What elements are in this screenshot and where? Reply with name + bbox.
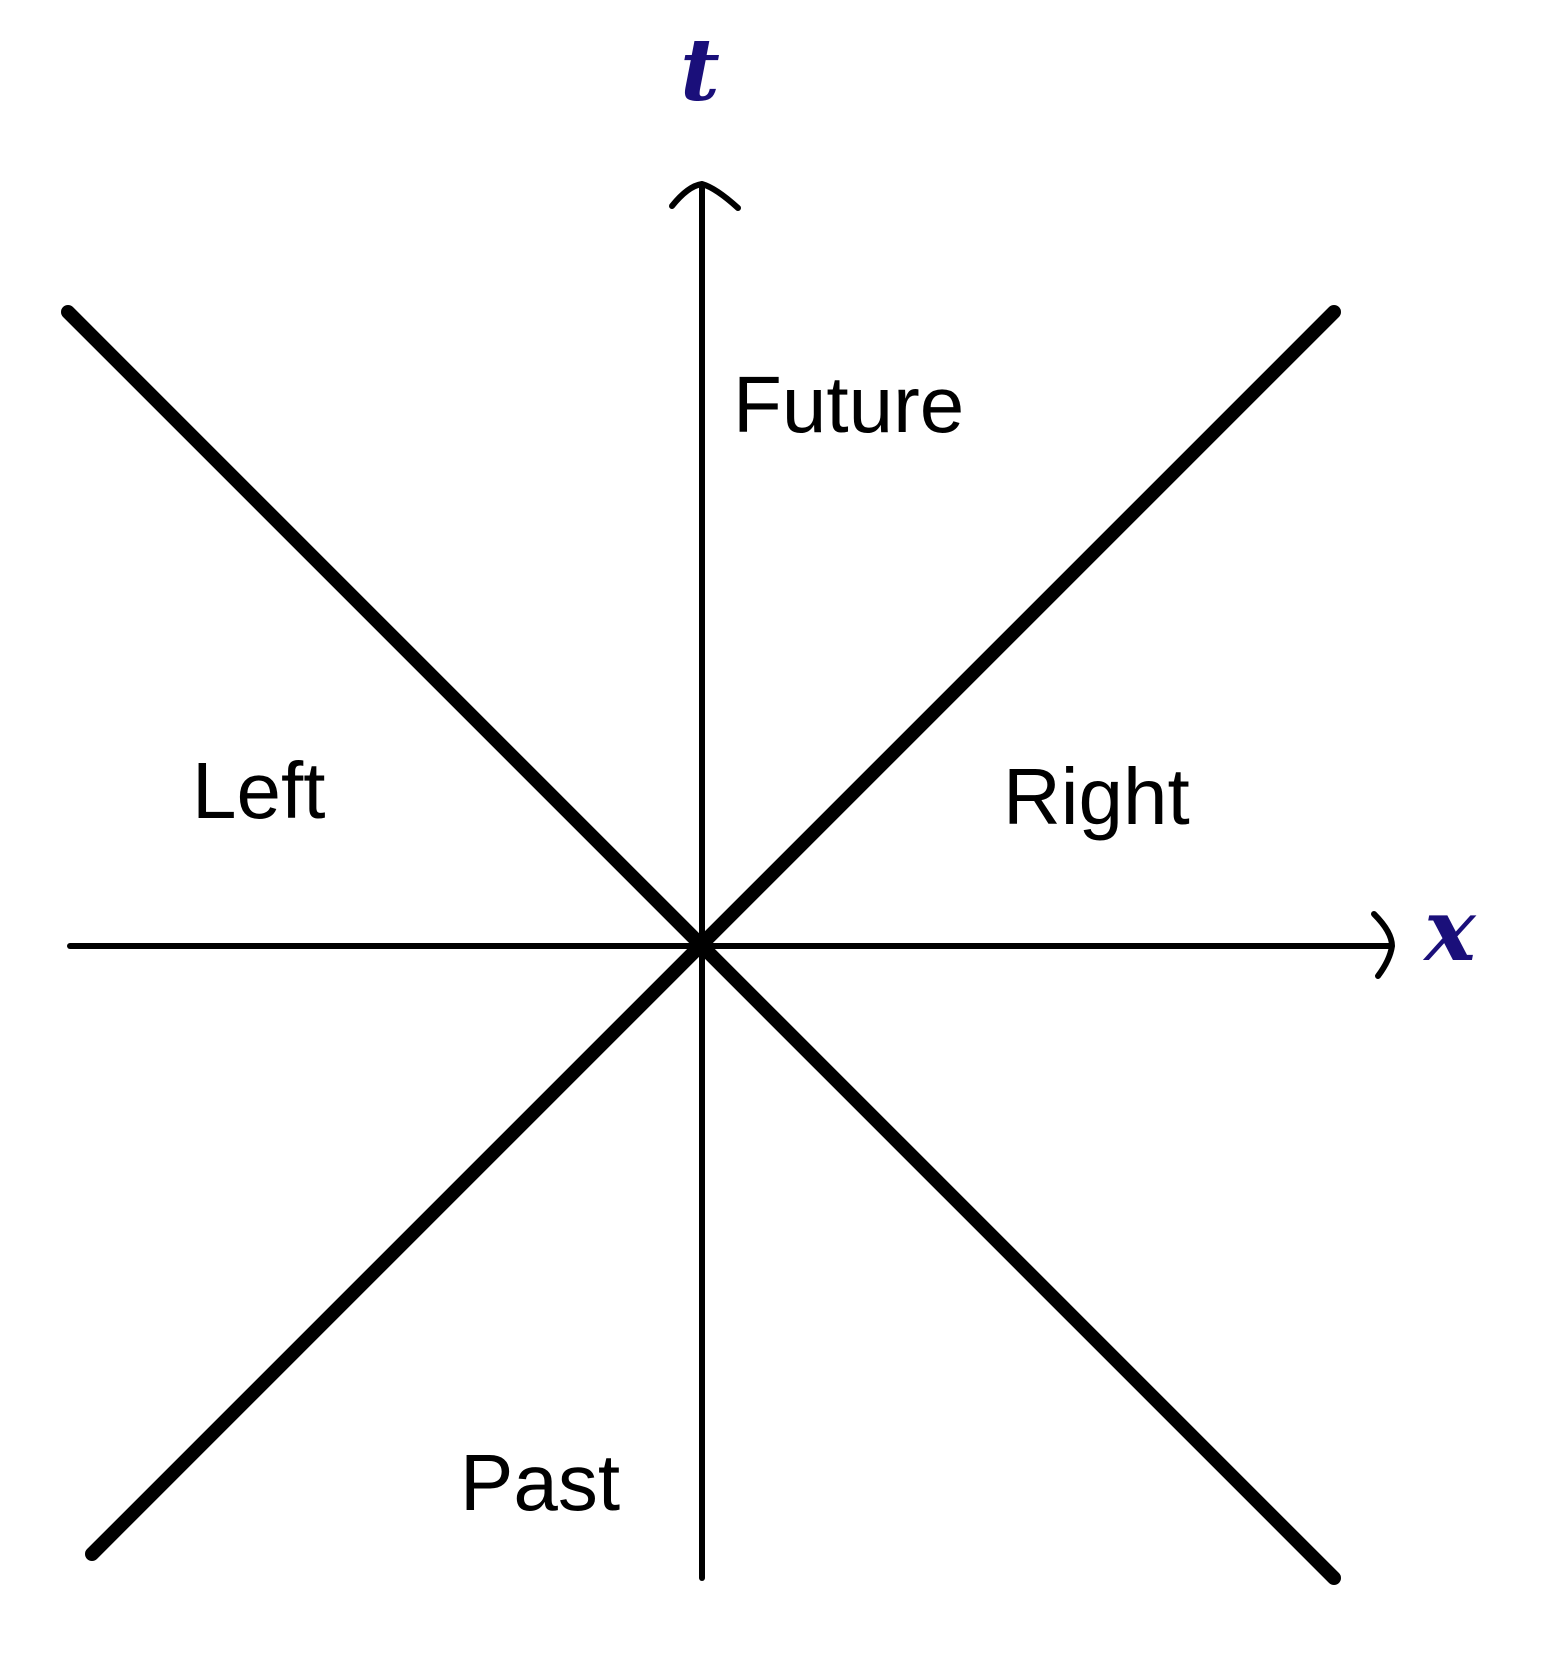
time-axis-label: t <box>680 20 720 121</box>
light-cone-line-ascending <box>85 305 1341 1561</box>
space-axis-arrowhead <box>1371 911 1395 979</box>
future-region-label: Future <box>733 360 964 449</box>
right-region-label: Right <box>1003 752 1190 841</box>
left-region-label: Left <box>192 746 325 835</box>
past-region-label: Past <box>460 1438 620 1527</box>
time-axis-arrowhead <box>669 181 741 211</box>
space-axis-label: x <box>1422 880 1477 981</box>
